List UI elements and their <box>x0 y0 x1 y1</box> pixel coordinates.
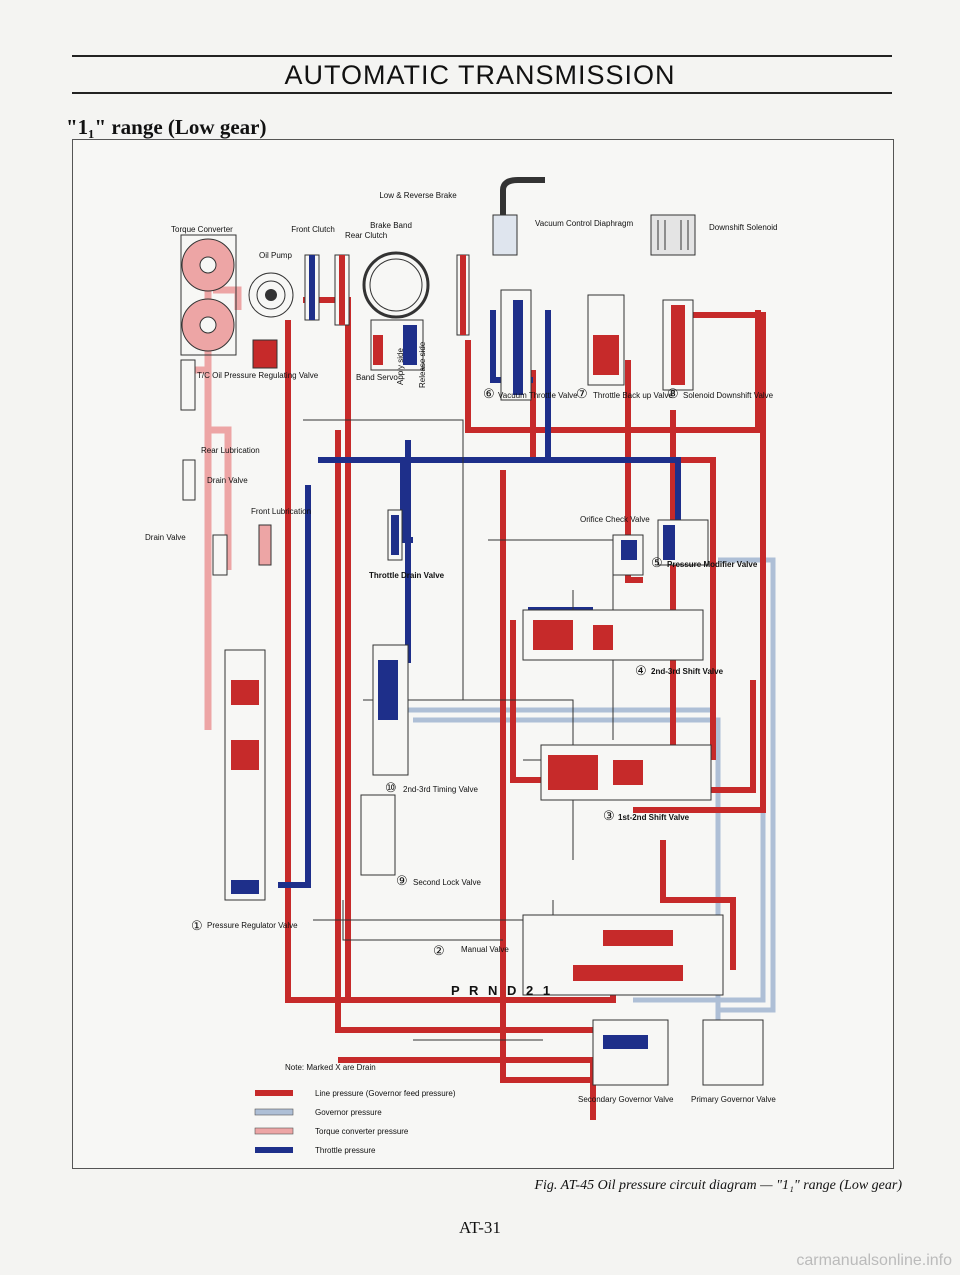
secondary-governor-valve <box>592 1019 669 1086</box>
label-oil-pump: Oil Pump <box>259 251 292 260</box>
label-low-reverse-brake: Low & Reverse Brake <box>379 191 457 200</box>
num-throttle-back-up: ⑦ <box>576 386 588 401</box>
orifice-check-valve <box>612 534 644 576</box>
page-header-title: AUTOMATIC TRANSMISSION <box>284 60 676 90</box>
torque-converter-pressure-lines <box>191 286 242 730</box>
label-drain-valve-upper: Drain Valve <box>207 476 248 485</box>
label-shift-2nd-3rd-valve: 2nd-3rd Shift Valve <box>651 667 724 676</box>
label-rear-lubrication: Rear Lubrication <box>201 446 260 455</box>
label-vacuum-control-diaphragm: Vacuum Control Diaphragm <box>535 219 633 228</box>
section-title: "1₁" range (Low gear) <box>66 115 267 139</box>
label-throttle-drain-valve: Throttle Drain Valve <box>369 571 445 580</box>
label-vacuum-throttle-valve: Vacuum Throttle Valve <box>498 391 578 400</box>
label-pressure-regulator-valve: Pressure Regulator Valve <box>207 921 298 930</box>
legend-swatch-torque <box>254 1127 294 1135</box>
tc-oil-pressure-regulating-valve <box>180 359 196 411</box>
primary-governor-valve <box>702 1019 764 1086</box>
label-pressure-modifier-valve: Pressure Modifier Valve <box>667 560 758 569</box>
num-2nd-3rd-shift: ④ <box>635 663 647 678</box>
num-1st-2nd-shift: ③ <box>603 808 615 823</box>
legend-label-throttle: Throttle pressure <box>315 1146 376 1155</box>
label-manual-valve: Manual Valve <box>461 945 509 954</box>
num-solenoid-downshift: ⑧ <box>667 386 679 401</box>
label-selector-positions: P R N D 2 1 <box>451 983 553 998</box>
label-orifice-check-valve: Orifice Check Valve <box>580 515 650 524</box>
vacuum-throttle-valve <box>500 289 532 401</box>
watermark: carmanualsonline.info <box>796 1252 952 1269</box>
num-2nd-3rd-timing: ⑩ <box>385 780 397 795</box>
label-torque-converter: Torque Converter <box>171 225 233 234</box>
legend: Line pressure (Governor feed pressure) G… <box>254 1089 456 1155</box>
label-rear-clutch: Rear Clutch <box>345 231 387 240</box>
drain-valve-lower <box>212 534 228 576</box>
torque-converter <box>180 234 237 356</box>
oil-pressure-circuit-diagram: Low & Reverse Brake Brake Band Front Clu… <box>145 177 777 1155</box>
legend-label-governor: Governor pressure <box>315 1108 382 1117</box>
shift-2nd-3rd-valve <box>522 609 704 661</box>
label-second-lock-valve: Second Lock Valve <box>413 878 481 887</box>
num-pressure-modifier: ⑤ <box>651 555 663 570</box>
band-servo <box>370 319 424 371</box>
label-solenoid-downshift-valve: Solenoid Downshift Valve <box>683 391 774 400</box>
num-second-lock: ⑨ <box>396 873 408 888</box>
label-drain-valve-lower: Drain Valve <box>145 533 186 542</box>
throttle-back-up-valve <box>587 294 625 386</box>
diagram-note: Note: Marked X are Drain <box>285 1063 376 1072</box>
pressure-modifier-valve <box>657 519 709 566</box>
rear-clutch <box>334 254 350 326</box>
label-apply-side: Apply side <box>396 348 405 385</box>
drain-valve-upper <box>182 459 196 501</box>
label-band-servo: Band Servo <box>356 373 398 382</box>
second-lock-valve <box>360 794 396 876</box>
timing-2nd-3rd-valve <box>372 644 409 776</box>
num-pressure-regulator: ① <box>191 918 203 933</box>
label-throttle-back-up-valve: Throttle Back up Valve <box>593 391 673 400</box>
figure-caption: Fig. AT-45 Oil pressure circuit diagram … <box>534 1178 902 1193</box>
page-number: AT-31 <box>459 1218 501 1237</box>
label-tc-oil-pressure-regulating-valve: T/C Oil Pressure Regulating Valve <box>197 371 319 380</box>
num-manual-valve: ② <box>433 943 445 958</box>
legend-label-line: Line pressure (Governor feed pressure) <box>315 1089 456 1098</box>
shift-1st-2nd-valve <box>540 744 712 801</box>
vacuum-control-diaphragm <box>492 177 545 256</box>
label-secondary-governor-valve: Secondary Governor Valve <box>578 1095 674 1104</box>
label-brake-band: Brake Band <box>370 221 412 230</box>
label-front-lubrication: Front Lubrication <box>251 507 311 516</box>
label-primary-governor-valve: Primary Governor Valve <box>691 1095 776 1104</box>
label-front-clutch: Front Clutch <box>291 225 335 234</box>
num-vacuum-throttle: ⑥ <box>483 386 495 401</box>
legend-swatch-line <box>255 1090 293 1096</box>
low-reverse-brake <box>456 254 470 336</box>
front-clutch <box>304 254 320 321</box>
header-rule-bottom <box>72 92 892 94</box>
label-shift-1st-2nd-valve: 1st-2nd Shift Valve <box>618 813 690 822</box>
downshift-solenoid <box>650 214 696 256</box>
label-release-side: Release side <box>418 341 427 388</box>
manual-valve <box>522 914 724 996</box>
legend-swatch-throttle <box>255 1147 293 1153</box>
throttle-drain-valve <box>387 509 403 561</box>
brake-band <box>362 251 430 319</box>
label-downshift-solenoid: Downshift Solenoid <box>709 223 777 232</box>
label-timing-2nd-3rd-valve: 2nd-3rd Timing Valve <box>403 785 479 794</box>
pressure-regulator-valve <box>224 649 266 901</box>
legend-label-torque: Torque converter pressure <box>315 1127 409 1136</box>
header-rule-top <box>72 55 892 57</box>
oil-pump <box>248 272 294 369</box>
front-lubrication-valve <box>258 524 272 566</box>
circuit-diagram-frame: Low & Reverse Brake Brake Band Front Clu… <box>72 139 894 1169</box>
solenoid-downshift-valve <box>662 299 694 391</box>
legend-swatch-governor <box>254 1108 294 1116</box>
